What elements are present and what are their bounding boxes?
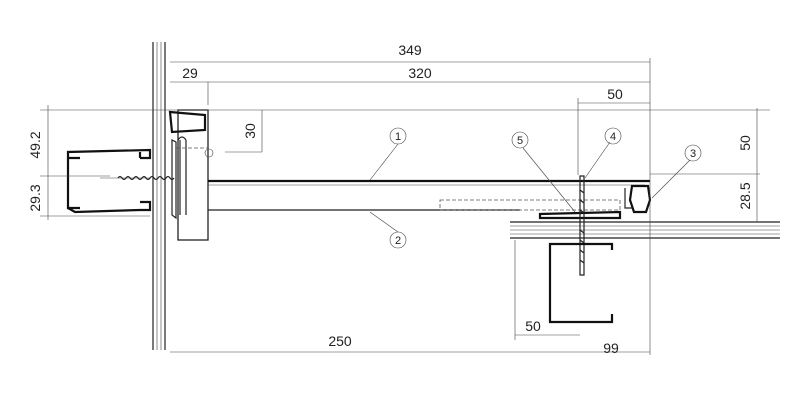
dim-top-right: 320: [408, 65, 432, 81]
main-beam: [208, 179, 650, 211]
dim-top-left: 29: [182, 65, 198, 81]
dimension-lines: [40, 58, 770, 355]
callout-circle-4: [604, 127, 622, 145]
slab: [510, 221, 780, 239]
callout-circle-1: [389, 127, 407, 145]
left-screw: [117, 175, 175, 181]
callout-circle-5: [511, 131, 529, 149]
end-cap: [628, 184, 652, 214]
dim-inner-vertical: 30: [242, 123, 258, 139]
callout-4-label: 4: [610, 131, 616, 143]
wall-bracket: [168, 109, 214, 241]
dim-left-lower: 29.3: [27, 184, 43, 211]
callout-3-label: 3: [690, 148, 696, 160]
dim-right-lower: 28.5: [737, 182, 753, 209]
dim-bottom-long: 250: [328, 333, 352, 349]
right-c-stud: [548, 242, 614, 324]
dim-top-total: 349: [398, 42, 422, 58]
dim-top-small: 50: [607, 86, 623, 102]
callout-5-label: 5: [517, 135, 523, 147]
left-wall: [152, 42, 166, 350]
dim-bottom-small: 50: [525, 318, 541, 334]
callout-1-label: 1: [395, 131, 401, 143]
callout-2-label: 2: [395, 235, 401, 247]
clip-hanger: [538, 210, 622, 220]
dim-bottom-right: 99: [603, 340, 619, 356]
dim-left-upper: 49.2: [27, 131, 43, 158]
vertical-screw: [579, 175, 585, 276]
callout-circle-3: [684, 144, 702, 162]
callout-circle-2: [389, 231, 407, 249]
dim-right-upper: 50: [737, 135, 753, 151]
left-c-stud: [66, 148, 152, 214]
callout-leaders: [369, 141, 691, 233]
